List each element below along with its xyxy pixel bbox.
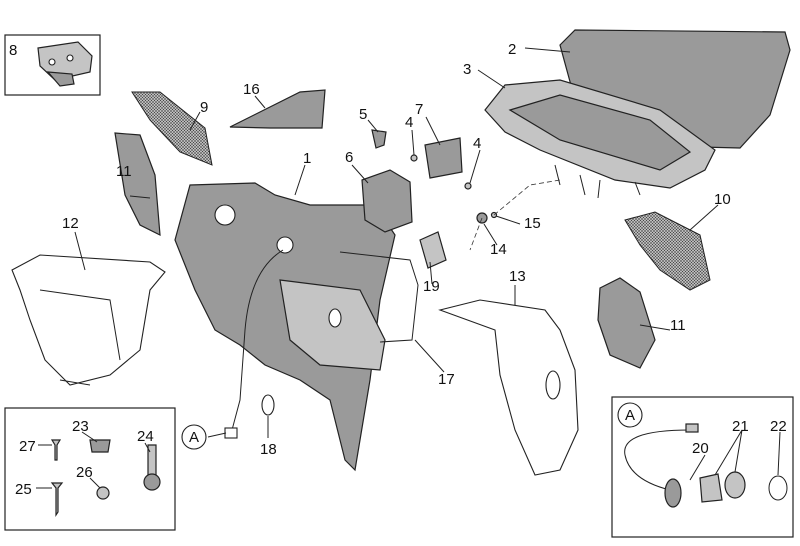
label-4: 4 xyxy=(473,135,481,152)
part-12-bracket xyxy=(11,254,166,386)
label-1: 1 xyxy=(303,150,311,167)
part-13-bracket xyxy=(438,299,579,476)
part-27-screw xyxy=(50,439,62,461)
label-21: 21 xyxy=(732,418,749,435)
part-23-nut xyxy=(89,439,111,453)
part-7-plate xyxy=(424,137,463,179)
part-25-screw xyxy=(50,482,64,517)
label-20: 20 xyxy=(692,440,709,457)
part-9-mesh-panel xyxy=(131,91,213,166)
label-22: 22 xyxy=(770,418,787,435)
label-5: 5 xyxy=(359,106,367,123)
part-20-socket xyxy=(664,478,682,508)
label-2: 2 xyxy=(508,41,516,58)
label-12: 12 xyxy=(62,215,79,232)
label-4: 4 xyxy=(405,114,413,131)
label-11: 11 xyxy=(116,163,132,180)
label-24: 24 xyxy=(137,428,154,445)
inset-box-part-8 xyxy=(4,34,101,96)
label-17: 17 xyxy=(438,371,455,388)
part-1-main-body xyxy=(174,182,396,472)
part-4-screw xyxy=(410,154,418,162)
label-25: 25 xyxy=(15,481,32,498)
label-11: 11 xyxy=(670,317,686,334)
label-23: 23 xyxy=(72,418,89,435)
label-10: 10 xyxy=(714,191,731,208)
part-17-seal xyxy=(339,251,419,343)
part-24-bolt xyxy=(147,444,157,476)
label-14: 14 xyxy=(490,241,507,258)
label-8: 8 xyxy=(9,42,17,59)
part-6-box xyxy=(361,169,413,233)
label-15: 15 xyxy=(524,215,541,232)
label-A: A xyxy=(625,407,635,424)
part-8-bracket xyxy=(37,41,93,87)
part-26-washer xyxy=(96,486,110,500)
label-27: 27 xyxy=(19,438,36,455)
label-26: 26 xyxy=(76,464,93,481)
label-9: 9 xyxy=(200,99,208,116)
inset-box-hardware xyxy=(4,407,176,531)
part-16-panel xyxy=(229,89,326,129)
label-18: 18 xyxy=(260,441,277,458)
part-11-left-panel xyxy=(114,132,161,237)
label-A: A xyxy=(189,429,199,446)
part-21-plug xyxy=(699,473,723,503)
part-18-plug xyxy=(261,394,275,416)
part-4-screw xyxy=(464,182,472,190)
callout-A xyxy=(181,424,207,450)
label-19: 19 xyxy=(423,278,440,295)
inset-box-A xyxy=(611,396,794,538)
label-3: 3 xyxy=(463,61,471,78)
label-13: 13 xyxy=(509,268,526,285)
label-6: 6 xyxy=(345,149,353,166)
part-22-o-ring xyxy=(768,475,788,501)
part-19-latch xyxy=(419,231,447,269)
part-5-clip xyxy=(371,129,387,149)
label-7: 7 xyxy=(415,101,423,118)
callout-A xyxy=(617,402,643,428)
label-16: 16 xyxy=(243,81,260,98)
part-10-mesh-panel xyxy=(624,211,711,291)
part-11-right-panel xyxy=(597,277,656,369)
